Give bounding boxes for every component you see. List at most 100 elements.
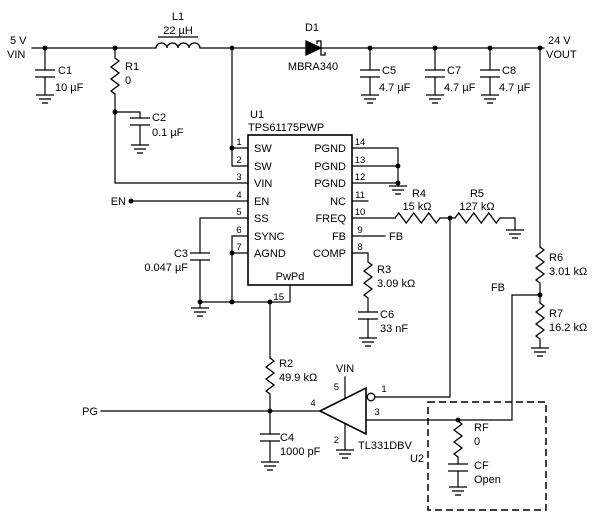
junction-dot [395,163,401,169]
u2-input-bubble [366,392,376,402]
u1-pin-12-number: 12 [355,172,366,183]
resistor-R6-symbol [535,246,545,284]
u1-pin-freq-name: FREQ [315,213,346,225]
capacitor-C6-symbol [357,311,379,320]
u1-pin-sw2-name: SW [254,161,272,173]
u1-pin-5-number: 5 [236,207,241,218]
u1-pin-ss-name: SS [254,213,269,225]
labels: 5 V VIN 24 V VOUT L1 22 µH D1 MBRA340 C1… [7,11,587,486]
u2-pin-5-number: 5 [334,382,339,393]
u1-pin-4-number: 4 [236,190,241,201]
capacitor-C8-symbol [479,69,501,78]
fb-pin9-net-label: FB [389,231,403,243]
ground-symbol-pgnd [388,185,408,195]
vout-voltage-label: 24 V [548,35,571,47]
vout-net-label: VOUT [546,49,577,61]
u1-pin-13-number: 13 [355,155,366,166]
D1-ref-label: D1 [305,22,319,34]
R5-ref-label: R5 [470,188,484,200]
R1-value-label: 0 [125,75,131,87]
R6-value-label: 3.01 kΩ [549,266,587,278]
u1-pin-sync-name: SYNC [254,231,285,243]
resistor-R3-symbol [363,261,373,299]
optional-rc-dashed-box [427,401,547,511]
u1-ic-body [247,134,353,286]
u1-pin-9-number: 9 [357,225,362,236]
ground-symbol-c2 [130,144,150,154]
CF-value-label: Open [474,474,501,486]
u2-ref-label: U2 [410,453,424,465]
R4-value-label: 15 kΩ [402,201,431,213]
ground-symbol-c7 [425,94,445,104]
C3-value-label: 0.047 µF [144,262,188,274]
junction-dot [229,145,235,151]
junction-dot [267,299,273,305]
junction-dot [537,292,543,298]
u1-pin-agnd-name: AGND [254,248,286,260]
u2-pin-3-number: 3 [374,407,379,418]
junction-dot [229,299,235,305]
u2-part-label: TL331DBV [358,440,412,452]
CF-ref-label: CF [474,460,489,472]
u1-pin-sw1-name: SW [254,143,272,155]
ground-symbol-c6 [358,337,378,347]
u1-pin-8-number: 8 [357,242,362,253]
C7-ref-label: C7 [447,65,461,77]
ground-symbol-r7 [530,347,550,357]
u1-pin-6-number: 6 [236,225,241,236]
u1-part-label: TPS61175PWP [248,122,324,134]
fb-divider-net-label: FB [491,282,505,294]
u2-pin-2-number: 2 [334,435,339,446]
u2-comparator-triangle [318,386,367,436]
junction-dot [447,215,453,221]
junction-dots [42,45,543,423]
C5-value-label: 4.7 µF [379,82,411,94]
C6-ref-label: C6 [380,309,394,321]
junction-dot [197,299,203,305]
ground-symbol-agnd [190,307,210,317]
u1-pin-pgnd1-name: PGND [314,143,346,155]
junction-dot [42,45,48,51]
u2-pin-1-number: 1 [381,384,386,395]
resistor-R1-symbol [110,57,120,95]
capacitor-C3-symbol [189,252,211,261]
u1-pin-11-number: 11 [355,190,365,201]
ground-symbol-u2 [335,449,355,459]
u1-pin-pgnd2-name: PGND [314,161,346,173]
capacitor-C1-symbol [34,69,56,78]
ground-symbol-c4 [260,461,280,471]
capacitor-CF-symbol [447,463,469,472]
wire-segments [31,47,545,488]
resistor-R7-symbol [535,302,545,340]
junction-dot [455,417,461,423]
u1-pin-2-number: 2 [236,155,241,166]
ground-symbol-c5 [360,94,380,104]
junction-dot [395,180,401,186]
capacitor-C4-symbol [259,433,281,442]
u1-pin-pgnd3-name: PGND [314,178,346,190]
junction-dot [229,45,235,51]
R1-ref-label: R1 [125,61,139,73]
C6-value-label: 33 nF [380,323,408,335]
C8-value-label: 4.7 µF [499,82,531,94]
C2-ref-label: C2 [152,112,166,124]
u1-pin-15-number: 15 [273,292,284,303]
C1-ref-label: C1 [58,65,72,77]
ground-symbol-c8 [480,94,500,104]
diode-D1-cathode-bar [316,40,326,56]
u1-pin-fb-name: FB [332,231,346,243]
C5-ref-label: C5 [382,65,396,77]
junction-dot [432,45,438,51]
vin-net-label: VIN [7,49,25,61]
capacitor-C5-symbol [359,69,381,78]
R3-ref-label: R3 [377,264,391,276]
R3-value-label: 3.09 kΩ [377,278,415,290]
u1-pin-10-number: 10 [355,207,366,218]
RF-ref-label: RF [474,422,489,434]
L1-ref-label: L1 [172,11,184,23]
junction-dot [267,408,273,414]
resistor-R2-symbol [265,357,275,395]
C3-ref-label: C3 [174,248,188,260]
